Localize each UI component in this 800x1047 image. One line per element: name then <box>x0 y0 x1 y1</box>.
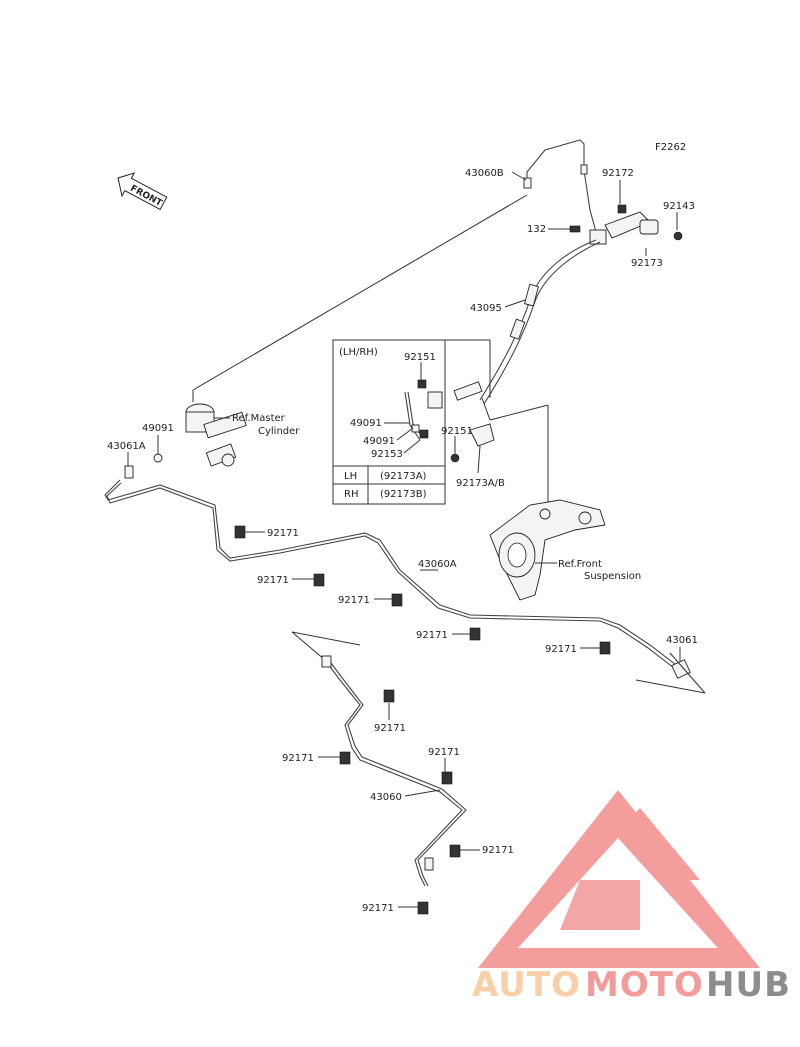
callout-43061a: 43061A <box>107 441 146 452</box>
pipe-fitting-icon <box>424 857 434 871</box>
pipe-fitting-icon <box>580 164 588 175</box>
callout-92171-9: 92171 <box>482 845 514 856</box>
front-direction-arrow: FRONT <box>117 172 168 211</box>
watermark-hub: HUB <box>706 965 791 1005</box>
pipe-clamp-icon <box>234 525 611 915</box>
leader-line <box>192 194 528 391</box>
callout-49091-inset-b: 49091 <box>363 436 395 447</box>
inset-table-side-2: RH <box>344 489 358 500</box>
hose-fitting-icon <box>509 318 526 340</box>
hose-clip-92173ab <box>450 423 495 463</box>
leader-line <box>481 397 491 421</box>
callout-92171-3: 92171 <box>338 595 370 606</box>
callout-49091: 49091 <box>142 423 174 434</box>
pipe-fitting-icon <box>671 659 691 679</box>
callout-92173ab: 92173A/B <box>456 478 505 489</box>
callout-92151: 92151 <box>441 426 473 437</box>
master-cylinder <box>153 403 247 467</box>
watermark-auto: AUTO <box>472 965 581 1005</box>
callout-92171-10: 92171 <box>362 903 394 914</box>
brake-pipe-43060 <box>324 659 463 887</box>
callout-92151-inset: 92151 <box>404 352 436 363</box>
callout-leaders <box>127 171 681 908</box>
figure-code: F2262 <box>655 142 686 153</box>
callout-92171-1: 92171 <box>267 528 299 539</box>
callout-43061: 43061 <box>666 635 698 646</box>
callout-43095: 43095 <box>470 303 502 314</box>
callout-43060: 43060 <box>370 792 402 803</box>
ref-master-cylinder-2: Cylinder <box>258 426 300 437</box>
callout-132: 132 <box>527 224 546 235</box>
callout-92171-4: 92171 <box>416 630 448 641</box>
front-suspension-knuckle <box>489 499 606 601</box>
inset-title: (LH/RH) <box>339 347 378 358</box>
callout-92171-8: 92171 <box>428 747 460 758</box>
pipe-fitting-icon <box>321 655 332 668</box>
callout-92171-7: 92171 <box>282 753 314 764</box>
ref-front-suspension-1: Ref.Front <box>558 559 602 570</box>
callout-92171-6: 92171 <box>374 723 406 734</box>
pipe-fitting-icon <box>523 177 532 189</box>
watermark-logo: AUTO MOTO HUB <box>472 790 791 1005</box>
inset-table-side-1: LH <box>344 471 357 482</box>
callout-43060a: 43060A <box>418 559 457 570</box>
callout-92143: 92143 <box>663 201 695 212</box>
brake-pipe-43060a <box>104 479 681 669</box>
callout-49091-inset-a: 49091 <box>350 418 382 429</box>
callout-92172: 92172 <box>602 168 634 179</box>
ref-front-suspension-2: Suspension <box>584 571 641 582</box>
brake-hose-43095 <box>479 239 597 401</box>
pipe-fitting-icon <box>124 465 134 479</box>
callout-43060b: 43060B <box>465 168 504 179</box>
watermark-moto: MOTO <box>585 965 704 1005</box>
inset-box-lh-rh: (LH/RH) LH (92173A) RH (92173B) <box>332 339 483 505</box>
brake-pipe-43060b <box>526 139 597 233</box>
hose-fitting-icon <box>523 283 539 307</box>
inset-table-part-2: (92173B) <box>380 489 427 500</box>
inset-table-part-1: (92173A) <box>380 471 427 482</box>
callout-92171-5: 92171 <box>545 644 577 655</box>
callout-92153: 92153 <box>371 449 403 460</box>
ref-master-cylinder-1: Ref.Master <box>232 413 286 424</box>
callout-92173: 92173 <box>631 258 663 269</box>
callout-92171-2: 92171 <box>257 575 289 586</box>
